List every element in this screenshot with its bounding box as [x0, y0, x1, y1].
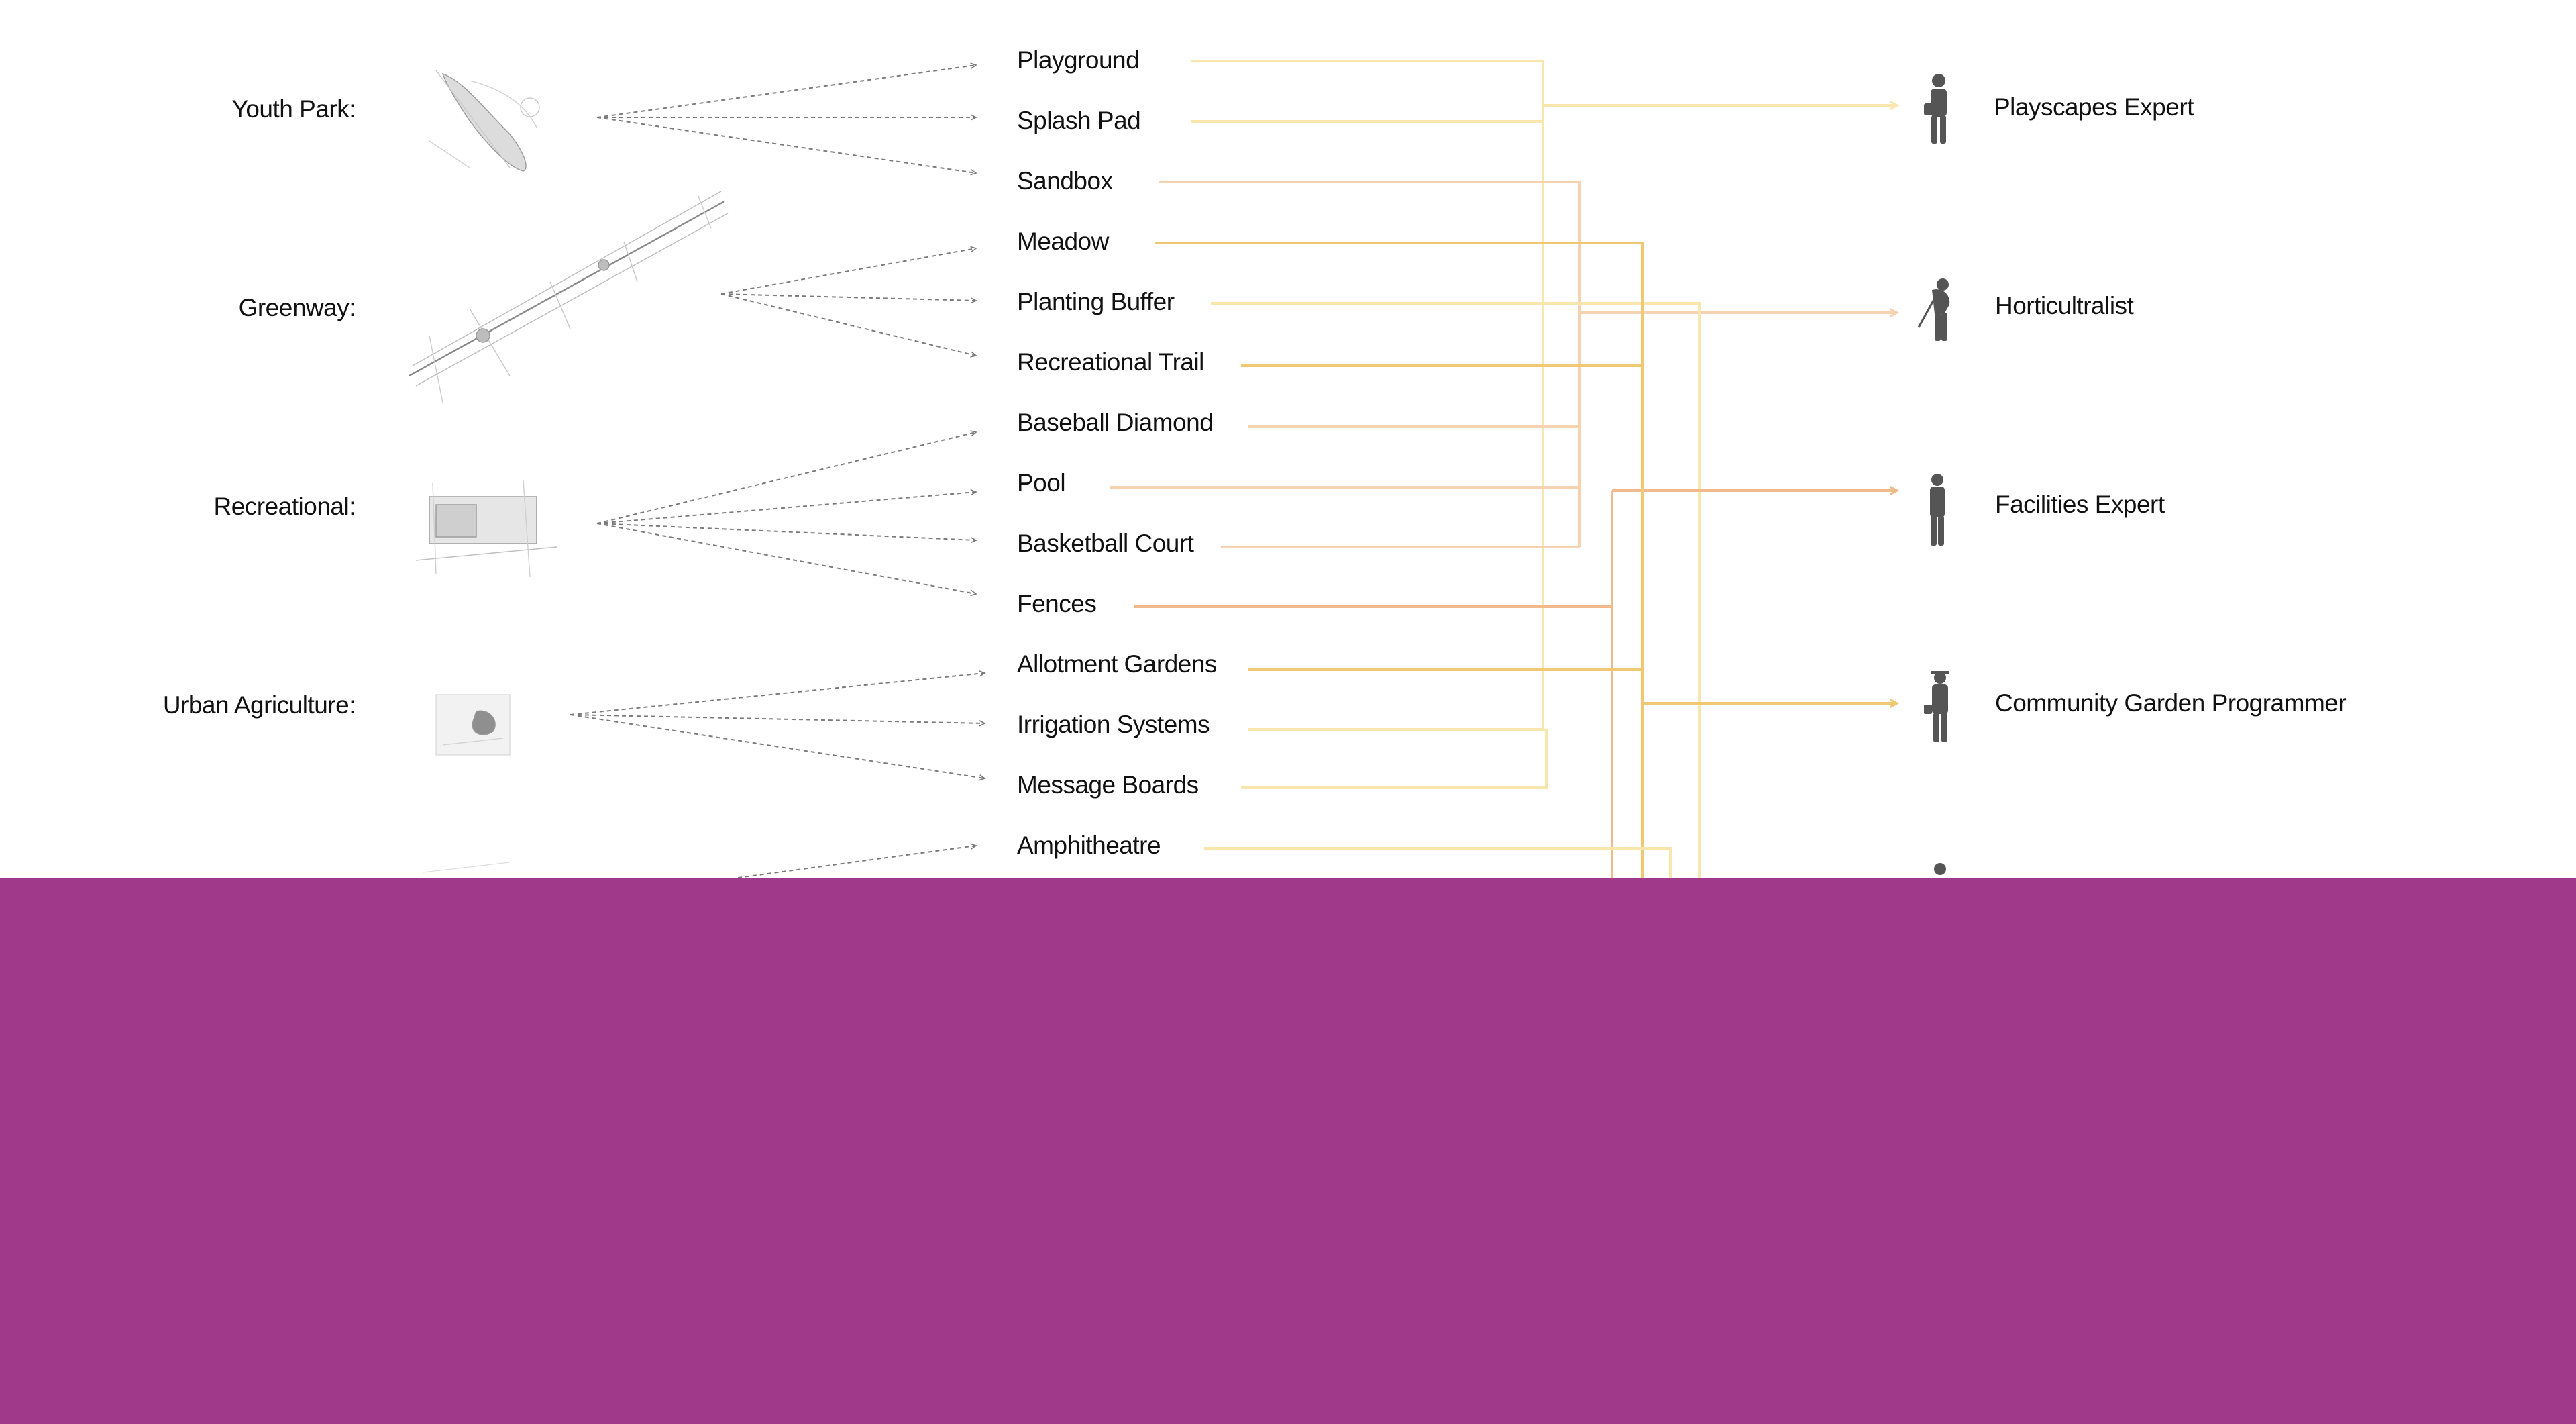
element-label: Sandbox [1017, 167, 1113, 195]
dashed-connector [720, 293, 976, 301]
routed-connector [1241, 729, 1548, 789]
element-label: Playground [1017, 46, 1140, 74]
element-label: Allotment Gardens [1017, 650, 1217, 678]
routed-connector [1159, 181, 1581, 547]
bottom-color-band [0, 878, 2576, 1424]
recreational-plan-thumbnail [415, 479, 557, 578]
dashed-connector [720, 248, 976, 295]
youth-park-plan-thumbnail [429, 70, 540, 172]
greenway-plan-thumbnail [409, 191, 729, 403]
dashed-connector [596, 523, 976, 594]
element-label: Basketball Court [1017, 529, 1194, 557]
category-label-recreational: Recreational: [213, 493, 356, 520]
urban-agriculture-plan-thumbnail [435, 694, 511, 756]
routed-connector [1155, 242, 1644, 878]
element-label: Irrigation Systems [1017, 711, 1210, 738]
element-label: Splash Pad [1017, 107, 1141, 134]
dashed-connector [570, 714, 985, 778]
expert-label-horticulturalist: Horticultralist [1995, 292, 2134, 319]
gardener-silhouette-icon [1917, 278, 1950, 341]
gardener-silhouette-icon [1924, 671, 1949, 742]
element-label: Message Boards [1017, 771, 1199, 799]
dashed-connector [596, 117, 976, 173]
element-label: Baseball Diamond [1017, 409, 1214, 436]
partial-silhouette-icon [1934, 863, 1946, 875]
element-label: Meadow [1017, 227, 1109, 255]
element-to-expert-connectors [1110, 60, 1897, 878]
dashed-connector [570, 714, 985, 723]
routed-connector [1211, 302, 1701, 878]
dashed-connector [596, 523, 976, 540]
category-to-element-connectors [570, 65, 985, 878]
dashed-connector [596, 432, 976, 524]
dashed-connector [720, 293, 976, 356]
category-label-urban-agriculture: Urban Agriculture: [162, 691, 356, 719]
element-label: Recreational Trail [1017, 348, 1204, 376]
expert-label-facilities: Facilities Expert [1995, 491, 2165, 518]
diagram-canvas: Youth Park: Greenway: Recreational: Urba… [162, 46, 2347, 878]
partial-plan-thumbnail [422, 862, 511, 873]
dashed-connector [596, 492, 976, 524]
dashed-connector [596, 65, 976, 118]
connector-layer [409, 60, 1950, 878]
category-label-greenway: Greenway: [238, 294, 356, 321]
element-label: Planting Buffer [1017, 288, 1175, 315]
routed-connector [1191, 60, 1544, 730]
category-label-youth-park: Youth Park: [231, 95, 356, 123]
expert-label-playscapes: Playscapes Expert [1994, 93, 2194, 121]
dashed-connector [737, 846, 976, 878]
element-label: Amphitheatre [1017, 831, 1161, 859]
element-label: Fences [1017, 590, 1097, 617]
worker-silhouette-icon [1930, 474, 1945, 546]
expert-label-community-garden: Community Garden Programmer [1995, 689, 2347, 717]
dashed-connector [570, 673, 985, 715]
element-label: Pool [1017, 469, 1066, 497]
worker-silhouette-icon [1924, 74, 1947, 144]
routed-connector [1204, 847, 1672, 878]
